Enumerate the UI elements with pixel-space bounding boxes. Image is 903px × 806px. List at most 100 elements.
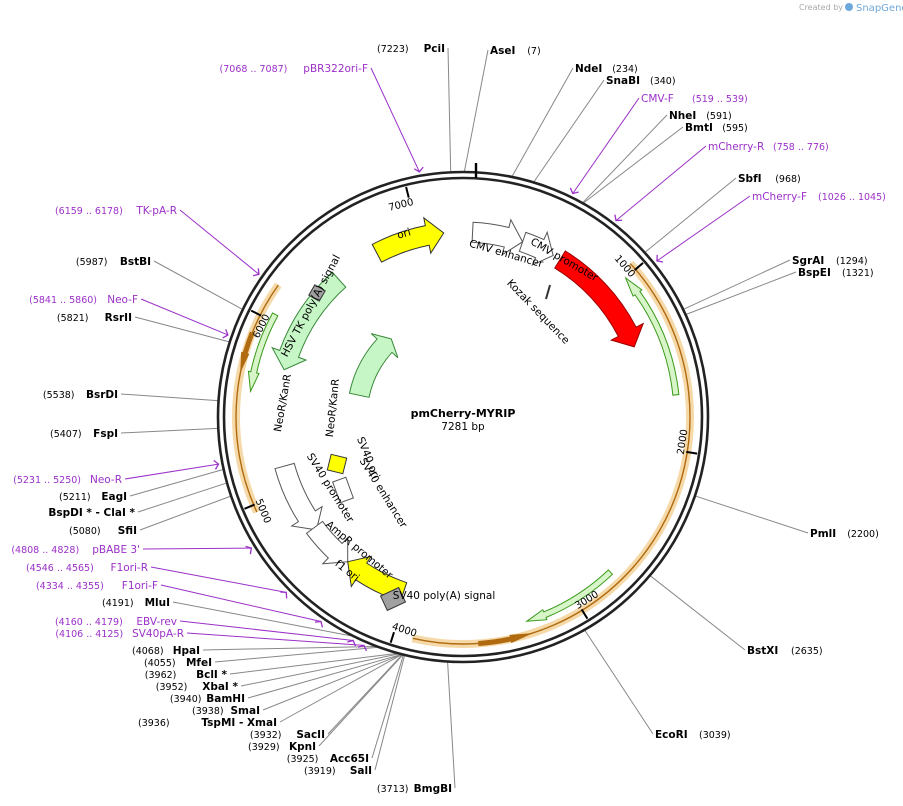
feature-label-ori: ori xyxy=(396,226,412,241)
tick-5000 xyxy=(244,503,256,510)
enzyme-pos-asei: (7) xyxy=(527,46,540,57)
primer-line-cmv-f xyxy=(572,97,640,194)
enzyme-line-asei xyxy=(463,49,489,172)
primer-name-sv40pa-r: SV40pA-R xyxy=(132,628,184,640)
enzyme-pos-bcli: (3962) xyxy=(145,670,177,681)
enzyme-pos-ndei: (234) xyxy=(612,64,638,75)
enzyme-name-sali: SalI xyxy=(350,765,372,777)
enzyme-line-bsrdi xyxy=(120,393,218,402)
enzyme-name-xbai: XbaI * xyxy=(202,681,238,693)
feature-neor-outer xyxy=(271,271,347,371)
backbone xyxy=(216,170,710,664)
primer-name-pbr322ori-f: pBR322ori-F xyxy=(303,63,368,75)
feature-sv40-polya xyxy=(379,586,407,612)
enzyme-line-sgrai xyxy=(683,259,791,310)
enzyme-line-eagi xyxy=(129,469,223,497)
enzyme-pos-bspei: (1321) xyxy=(842,268,874,279)
enzyme-line-bcli xyxy=(229,653,396,675)
enzyme-line-sbfi xyxy=(645,177,737,253)
feature-sv40-enhancer xyxy=(332,476,354,504)
enzyme-line-mlui xyxy=(172,601,351,637)
enzyme-line-rsrii xyxy=(134,316,229,343)
enzyme-pos-bsrdi: (5538) xyxy=(43,390,75,401)
backbone-inner-strand xyxy=(222,176,704,658)
primer-line-mcherry-f xyxy=(656,195,751,262)
primer-line-pbr322ori-f xyxy=(370,67,420,173)
orf-line-neo xyxy=(235,284,279,513)
primer-name-neo-f: Neo-F xyxy=(107,294,138,306)
enzyme-name-sgrai: SgrAI xyxy=(792,255,824,267)
credit-app: SnapGene xyxy=(856,3,903,14)
enzyme-line-bmti xyxy=(583,126,684,204)
feature-label-kozak-sequence: Kozak sequence xyxy=(504,277,572,346)
enzyme-line-xbai xyxy=(240,653,398,687)
enzyme-name-rsrii: RsrII xyxy=(105,312,132,324)
enzyme-pos-xbai: (3952) xyxy=(156,682,188,693)
plasmid-name: pmCherry-MYRIP xyxy=(411,407,516,420)
enzyme-line-bstxi xyxy=(650,575,746,651)
tick-label-2000: 2000 xyxy=(676,429,691,456)
primer-line-tk-pa-r xyxy=(179,209,260,275)
backbone-outer-strand xyxy=(216,170,710,664)
primer-mark-sv40pa-r xyxy=(357,644,368,652)
enzyme-line-sali xyxy=(374,655,405,771)
enzyme-name-bspei: BspEI xyxy=(798,267,831,279)
snapgene-logo-icon xyxy=(845,3,853,11)
primer-line-neo-f xyxy=(140,298,229,336)
enzyme-pos-tspmi-xmai: (3936) xyxy=(138,718,170,729)
primer-name-ebv-rev: EBV-rev xyxy=(136,616,177,628)
primer-name-f1ori-f: F1ori-F xyxy=(122,580,158,592)
enzyme-pos-fspi: (5407) xyxy=(50,429,82,440)
tick-4000 xyxy=(389,631,395,643)
feature-kozak-mark xyxy=(545,284,551,300)
enzyme-name-bstbi: BstBI xyxy=(120,256,151,268)
enzyme-pos-sbfi: (968) xyxy=(775,174,801,185)
primer-range-cmv-f: (519 .. 539) xyxy=(692,94,748,105)
enzyme-line-mfei xyxy=(214,646,377,663)
enzyme-name-bsrdi: BsrDI xyxy=(86,389,118,401)
tick-label-4000: 4000 xyxy=(390,621,418,639)
enzyme-line-smai xyxy=(262,654,401,711)
enzyme-pos-bmti: (595) xyxy=(722,123,748,134)
enzyme-line-ecori xyxy=(584,630,654,735)
enzyme-pos-mfei: (4055) xyxy=(144,658,176,669)
enzyme-pos-sgrai: (1294) xyxy=(836,256,868,267)
primer-range-neo-f: (5841 .. 5860) xyxy=(29,295,97,306)
primer-line-sv40pa-r xyxy=(186,632,364,646)
enzyme-name-mfei: MfeI xyxy=(186,657,212,669)
enzyme-pos-kpni: (3929) xyxy=(248,742,280,753)
primer-mark-mcherry-r xyxy=(614,214,623,222)
enzyme-name-hpai: HpaI xyxy=(173,645,200,657)
plasmid-length: 7281 bp xyxy=(441,421,485,433)
feature-cmv-promoter xyxy=(518,230,554,267)
primer-range-sv40pa-r: (4106 .. 4125) xyxy=(55,629,123,640)
enzyme-line-bstbi xyxy=(153,260,243,310)
feature-ampr-promoter xyxy=(305,520,349,565)
enzyme-name-bamhi: BamHI xyxy=(206,693,245,705)
enzyme-pos-sali: (3919) xyxy=(304,766,336,777)
primer-range-mcherry-f: (1026 .. 1045) xyxy=(818,192,886,203)
enzyme-name-sfii: SfiI xyxy=(118,525,137,537)
tick-2000 xyxy=(686,450,698,455)
tick-3000 xyxy=(580,608,589,620)
enzyme-name-fspi: FspI xyxy=(93,428,118,440)
enzyme-line-tspmi-xmai xyxy=(279,654,402,723)
feature-label-neor-kanr-outer: NeoR/KanR xyxy=(272,373,294,433)
primer-line-f1ori-f xyxy=(160,584,322,622)
enzyme-name-sacii: SacII xyxy=(296,729,325,741)
credit: Created by SnapGene xyxy=(799,3,903,14)
primer-line-pbabe-3 xyxy=(142,547,252,550)
primer-range-f1ori-f: (4334 .. 4355) xyxy=(36,581,104,592)
primer-range-pbr322ori-f: (7068 .. 7087) xyxy=(220,64,288,75)
tick-7000 xyxy=(405,186,410,198)
primer-line-ebv-rev xyxy=(179,620,354,641)
enzyme-line-bmgbi xyxy=(447,662,456,789)
enzyme-pos-pcii: (7223) xyxy=(377,44,409,55)
feature-mcherry xyxy=(554,250,645,348)
primer-name-tk-pa-r: TK-pA-R xyxy=(135,205,177,217)
enzyme-name-tspmi-xmai: TspMI - XmaI xyxy=(201,717,277,729)
tick-6000 xyxy=(250,309,262,317)
enzyme-pos-snabi: (340) xyxy=(650,76,676,87)
enzyme-line-bspei xyxy=(686,271,797,315)
